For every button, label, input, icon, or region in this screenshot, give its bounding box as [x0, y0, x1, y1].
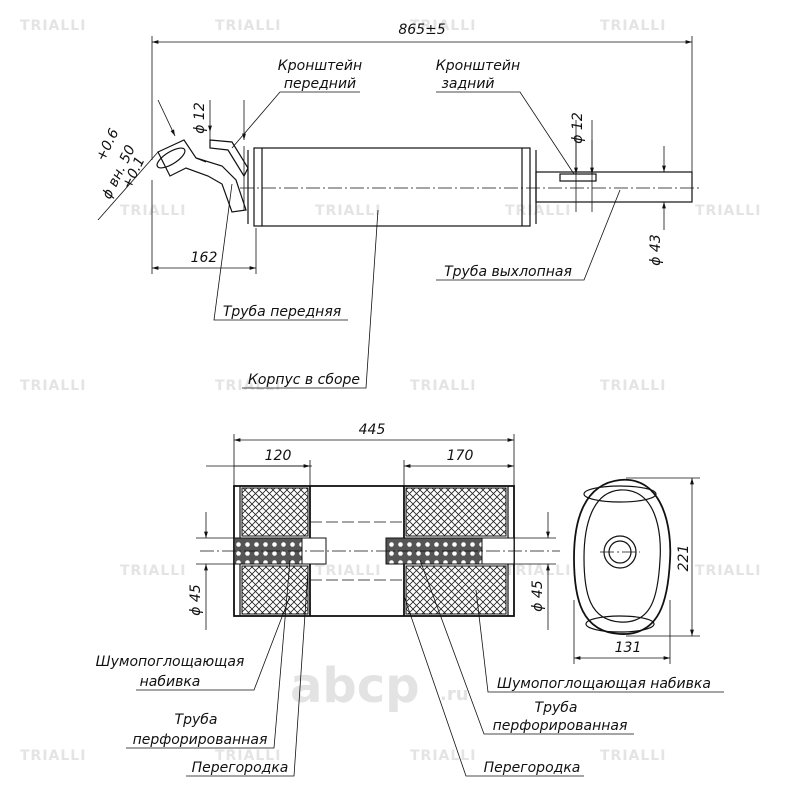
absorber-left-label-1: Шумопоглощающая: [96, 654, 245, 670]
end-width-dimension: 131: [573, 600, 671, 664]
watermark-brand: TRIALLI: [600, 378, 666, 394]
body-length-dimension: 445: [233, 422, 515, 486]
right-pipe-diameter-value: ϕ 45: [530, 580, 546, 612]
watermark-brand: TRIALLI: [695, 203, 761, 219]
front-pipe-label: Труба передняя: [223, 304, 341, 320]
rear-bracket-diameter: ϕ 12: [570, 112, 594, 174]
left-chamber-value: 120: [265, 448, 292, 464]
watermark-brand: TRIALLI: [695, 563, 761, 579]
exhaust-pipe-label: Труба выхлопная: [444, 264, 572, 280]
watermark-brand: TRIALLI: [600, 18, 666, 34]
watermark-brand-tiles: TRIALLI TRIALLI TRIALLI TRIALLI TRIALLI …: [20, 18, 761, 764]
watermark-brand: TRIALLI: [120, 203, 186, 219]
perforated-left-label-2: перфорированная: [133, 732, 268, 748]
watermark-brand: TRIALLI: [410, 748, 476, 764]
baffle-left-callout: Перегородка: [186, 569, 309, 777]
rear-bracket-label-1: Кронштейн: [436, 58, 520, 74]
end-view-inner: [583, 489, 661, 623]
perforated-right-label-2: перфорированная: [493, 718, 628, 734]
body-assembly-label: Корпус в сборе: [248, 372, 360, 388]
left-pipe-diameter: ϕ 45: [188, 512, 234, 630]
watermark-brand: TRIALLI: [215, 378, 281, 394]
perforated-right-callout: Труба перфорированная: [419, 559, 634, 735]
logo-main: abcp: [290, 658, 420, 714]
watermark-brand: TRIALLI: [215, 748, 281, 764]
end-height-dimension: 221: [626, 477, 700, 637]
overall-length-value: 865±5: [398, 22, 445, 38]
right-chamber-dimension: 170: [403, 448, 514, 486]
left-pipe-diameter-value: ϕ 45: [188, 584, 204, 616]
right-chamber-value: 170: [447, 448, 474, 464]
watermark-brand: TRIALLI: [315, 563, 381, 579]
perforated-left-callout: Труба перфорированная: [126, 559, 291, 749]
watermark-brand: TRIALLI: [20, 378, 86, 394]
rear-bracket-label-2: задний: [441, 76, 494, 92]
front-bracket-label-2: передний: [284, 76, 356, 92]
end-width-value: 131: [615, 640, 642, 656]
watermark-brand: TRIALLI: [315, 203, 381, 219]
end-view-bottom-seam: [585, 615, 655, 633]
absorber-right-callout: Шумопоглощающая набивка: [475, 589, 724, 693]
watermark-brand: TRIALLI: [410, 18, 476, 34]
watermark-layer: TRIALLI TRIALLI TRIALLI TRIALLI TRIALLI …: [20, 18, 761, 764]
body-assembly-callout: Корпус в сборе: [242, 209, 379, 389]
section-view: 445 120 170: [96, 422, 724, 777]
front-bracket-label-1: Кронштейн: [278, 58, 362, 74]
exhaust-pipe-shape: [535, 140, 693, 212]
end-view: 221 131: [573, 477, 700, 664]
right-pipe-diameter: ϕ 45: [514, 512, 556, 630]
baffle-left-label: Перегородка: [192, 760, 289, 776]
watermark-brand: TRIALLI: [505, 563, 571, 579]
front-pipe-offset-value: 162: [191, 250, 218, 266]
watermark-brand: TRIALLI: [410, 378, 476, 394]
left-chamber-dimension: 120: [206, 448, 312, 486]
watermark-brand: TRIALLI: [120, 563, 186, 579]
exhaust-diameter-value: ϕ 43: [648, 234, 664, 266]
absorber-right-bottom: [405, 565, 507, 615]
watermark-brand: TRIALLI: [215, 18, 281, 34]
absorber-left-bottom: [241, 565, 309, 615]
front-pipe-callout: Труба передняя: [213, 183, 348, 321]
watermark-brand: TRIALLI: [20, 18, 86, 34]
top-view: 865±5: [93, 22, 700, 389]
body-length-value: 445: [359, 422, 386, 438]
front-bracket-diameter: ϕ 12: [192, 100, 246, 140]
rear-bracket-callout: Кронштейн задний: [436, 58, 575, 175]
front-pipe-shape: [156, 132, 249, 213]
front-bracket-callout: Кронштейн передний: [231, 58, 362, 149]
absorber-right-top: [405, 487, 507, 537]
rear-bracket-diameter-value: ϕ 12: [570, 112, 586, 144]
front-pipe-offset-dimension: 162: [151, 180, 257, 274]
overall-length-dimension: 865±5: [151, 22, 693, 175]
absorber-left-callout: Шумопоглощающая набивка: [96, 595, 291, 691]
watermark-brand: TRIALLI: [600, 748, 666, 764]
body-shape: [240, 147, 700, 227]
end-view-outer: [573, 479, 672, 635]
perforated-right-label-1: Труба: [535, 700, 578, 716]
front-bracket-diameter-value: ϕ 12: [192, 102, 208, 134]
inlet-diameter: ϕ вн. 50 +0.6 +0.1: [93, 99, 176, 221]
watermark-brand: TRIALLI: [505, 203, 571, 219]
exhaust-diameter: ϕ 43: [648, 146, 666, 266]
absorber-right-label: Шумопоглощающая набивка: [497, 676, 711, 692]
exhaust-pipe-callout: Труба выхлопная: [436, 189, 621, 281]
end-view-top-seam: [583, 485, 657, 503]
baffle-right-label: Перегородка: [484, 760, 581, 776]
watermark-brand: TRIALLI: [20, 748, 86, 764]
baffle-right-callout: Перегородка: [403, 595, 584, 777]
absorber-left-label-2: набивка: [140, 674, 201, 690]
end-height-value: 221: [676, 545, 692, 572]
perforated-left-label-1: Труба: [175, 712, 218, 728]
abcp-logo: abcp .ru: [290, 658, 469, 714]
absorber-left-top: [241, 487, 309, 537]
logo-tld: .ru: [440, 684, 469, 705]
